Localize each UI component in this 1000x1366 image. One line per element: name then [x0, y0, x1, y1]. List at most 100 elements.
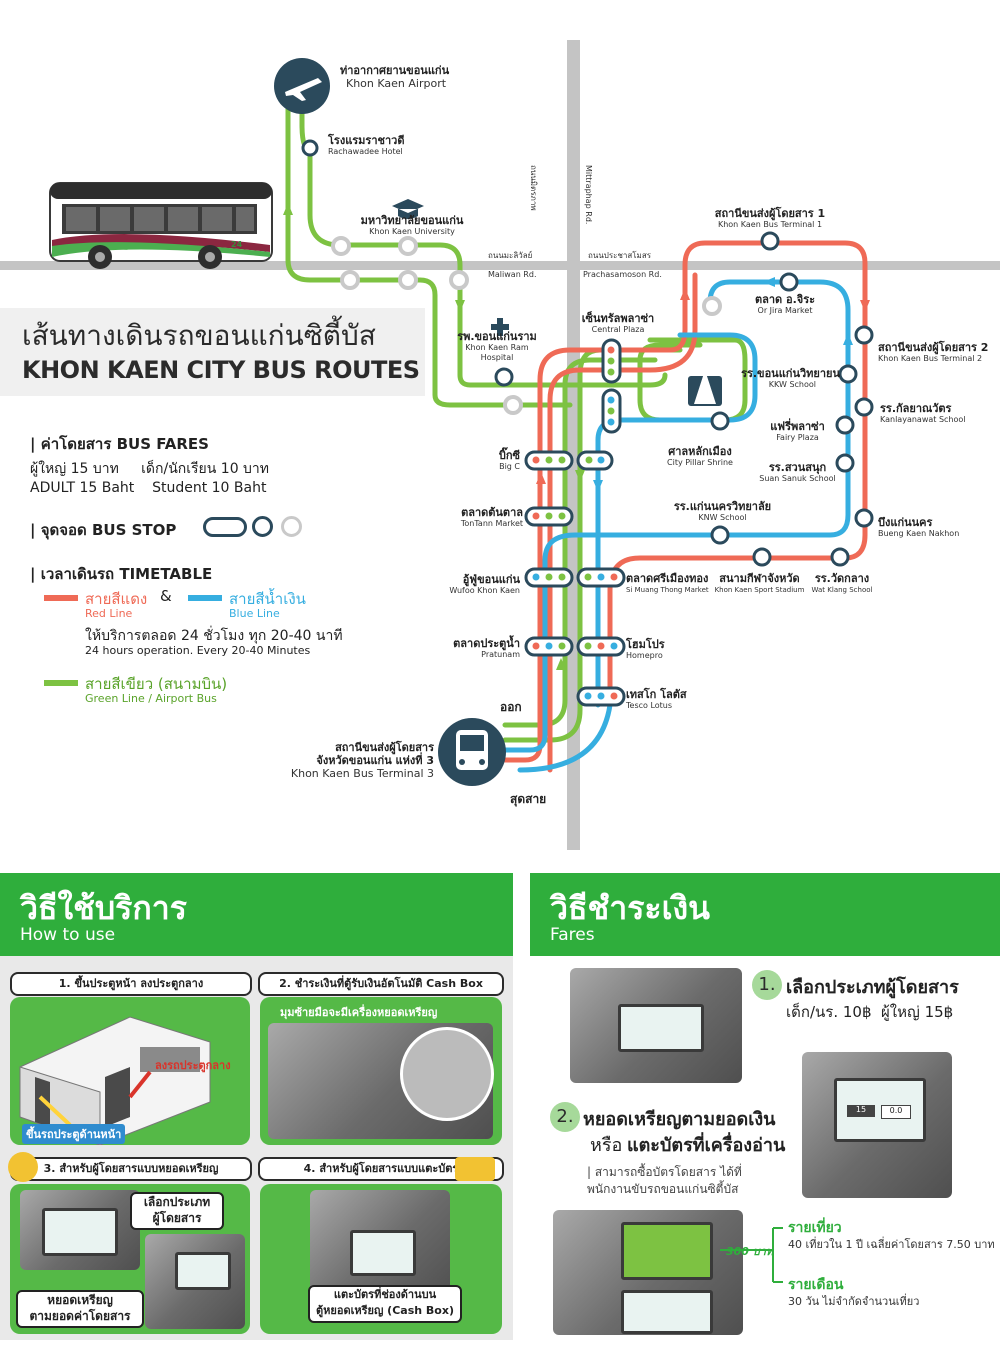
- stop-kanlaya-th: รร.กัลยาณวัตร: [880, 402, 952, 415]
- stop-simuang-th: ตลาดศรีเมืองทอง: [626, 572, 709, 585]
- capsule-dots: [532, 346, 618, 700]
- stop-watklang-th: รร.วัดกลาง: [814, 572, 870, 585]
- stop-central: เซ็นทรัลพลาซ่า Central Plaza: [573, 312, 663, 335]
- road-label-mittraphap-th: ถนนมิตรภาพ: [529, 165, 538, 211]
- direction-arrows: [283, 203, 870, 670]
- legend-and: &: [160, 587, 172, 605]
- fares-bracket: [720, 1227, 783, 1283]
- fares-header: วิธีชำระเงิน Fares: [530, 873, 1000, 956]
- stop-bigc: บิ๊กซี Big C: [440, 449, 520, 472]
- label-out: ออก: [500, 700, 522, 714]
- stop-terminal3-th2: จังหวัดขอนแก่น แห่งที่ 3: [316, 754, 434, 767]
- stop-homepro: โฮมโปร Homepro: [626, 638, 665, 661]
- stop-orjira-th: ตลาด อ.จิระ: [754, 293, 816, 306]
- stop-kkw-th: รร.ขอนแก่นวิทยายน: [741, 367, 840, 380]
- fares-step2-title-2: แตะบัตรที่เครื่องอ่าน: [627, 1135, 786, 1156]
- coin-icon: [8, 1152, 38, 1182]
- title-th: เส้นทางเดินรถขอนแก่นซิตี้บัส: [22, 319, 376, 352]
- stop-kanlaya-en: Kanlayanawat School: [880, 415, 966, 424]
- stop-knw-en: KNW School: [698, 513, 747, 522]
- fares-screen-value-2: 0.0: [881, 1105, 911, 1119]
- step3-select-line1: เลือกประเภท: [143, 1195, 211, 1209]
- legend-blue-swatch: [188, 595, 222, 601]
- stop-watklang: รร.วัดกลาง Wat Klang School: [808, 572, 876, 595]
- stop-airport-en: Khon Kaen Airport: [346, 77, 447, 90]
- fares-photo-2: 15 0.0: [802, 1052, 952, 1198]
- step3-screen-1: [42, 1208, 118, 1256]
- legend-green-th: สายสีเขียว (สนามบิน): [85, 675, 228, 693]
- stop-wufoo: อู้ฟู่ขอนแก่น Wufoo Khon Kaen: [430, 573, 520, 596]
- stop-kku-en: Khon Kaen University: [369, 227, 455, 236]
- stop-orjira: ตลาด อ.จิระ Or Jira Market: [740, 293, 830, 316]
- stop-suansanuk: รร.สวนสนุก Suan Sanuk School: [755, 461, 840, 484]
- card-icon: [455, 1157, 495, 1181]
- stop-buengkaen-th: บึงแก่นนคร: [878, 516, 933, 529]
- step3-select-callout: เลือกประเภท ผู้โดยสาร: [130, 1192, 224, 1230]
- step1-exit-label: ลงรถประตูกลาง: [155, 1059, 231, 1072]
- legend-green-en: Green Line / Airport Bus: [85, 692, 217, 705]
- stop-ram-en: Khon Kaen Ram Hospital: [465, 343, 529, 362]
- stop-tesco: เทสโก โลตัส Tesco Lotus: [626, 688, 687, 711]
- fares-screen-1: [618, 1004, 704, 1052]
- stop-tesco-th: เทสโก โลตัส: [626, 688, 687, 701]
- legend-red-th: สายสีแดง: [85, 590, 148, 608]
- stop-fairy: แฟรี่พลาซ่า Fairy Plaza: [760, 420, 835, 443]
- fares-screen-2: 15 0.0: [834, 1078, 926, 1142]
- fares-note-1: | สามารถซื้อบัตรโดยสาร ได้ที่: [587, 1165, 742, 1179]
- how-to-use-title-th: วิธีใช้บริการ: [20, 889, 187, 927]
- stop-buengkaen: บึงแก่นนคร Bueng Kaen Nakhon: [878, 516, 959, 539]
- stop-kku: มหาวิทยาลัยขอนแก่น Khon Kaen University: [352, 214, 472, 237]
- legend-red-swatch: [44, 595, 78, 601]
- legend-fares-th: ผู้ใหญ่ 15 บาท เด็ก/นักเรียน 10 บาท: [30, 461, 270, 477]
- stop-airport-th: ท่าอากาศยานขอนแก่น: [340, 64, 450, 77]
- stop-fairy-en: Fairy Plaza: [776, 433, 819, 442]
- stop-kkw-en: KKW School: [768, 380, 816, 389]
- fares-step2-or: หรือ: [590, 1135, 623, 1156]
- legend-fares-en: ADULT 15 Baht Student 10 Baht: [30, 480, 267, 496]
- bus-number: 24: [231, 240, 243, 249]
- step3-card: 3. สำหรับผู้โดยสารแบบหยอดเหรียญ: [10, 1157, 252, 1181]
- fares-card-price: 300 บาท: [726, 1245, 774, 1258]
- stop-fairy-th: แฟรี่พลาซ่า: [770, 420, 825, 433]
- stop-tontann-en: TonTann Market: [460, 519, 523, 528]
- stop-pratunam-th: ตลาดประตูน้ำ: [453, 637, 520, 650]
- terminal3-bus-icon: [438, 718, 506, 786]
- fares-monthly-detail: 30 วัน ไม่จำกัดจำนวนเที่ยว: [788, 1295, 920, 1308]
- stop-bigc-en: Big C: [499, 462, 520, 471]
- stop-wufoo-th: อู้ฟู่ขอนแก่น: [462, 573, 520, 586]
- step4-card: 4. สำหรับผู้โดยสารแบบแตะบัตร: [258, 1157, 504, 1181]
- stop-knw-th: รร.แก่นนครวิทยาลัย: [673, 500, 772, 513]
- legend-green-swatch: [44, 680, 78, 686]
- step2-caption: มุมซ้ายมือจะมีเครื่องหยอดเหรียญ: [280, 1006, 438, 1019]
- shrine-icon: [688, 362, 722, 406]
- step4-photo: [310, 1190, 450, 1300]
- stop-orjira-en: Or Jira Market: [757, 306, 813, 315]
- step4-callout: แตะบัตรที่ช่องด้านบน ตู้หยอดเหรียญ (Cash…: [308, 1285, 462, 1323]
- legend-gray-ring-icon: [281, 516, 302, 537]
- maliwan-road: [0, 261, 1000, 270]
- stop-shrine: ศาลหลักเมือง City Pillar Shrine: [660, 445, 740, 468]
- stop-terminal1-th: สถานีขนส่งผู้โดยสาร 1: [714, 207, 826, 220]
- fares-title-en: Fares: [550, 925, 595, 945]
- legend-busstop-heading: | จุดจอด BUS STOP: [30, 521, 177, 539]
- stop-wufoo-en: Wufoo Khon Kaen: [449, 586, 520, 595]
- stop-stadium: สนามกีฬาจังหวัด Khon Kaen Sport Stadium: [712, 572, 807, 595]
- bus-illustration: [49, 182, 273, 269]
- green-stop-rings: [331, 236, 722, 415]
- stop-bigc-th: บิ๊กซี: [498, 449, 520, 462]
- stop-rachawadee-en: Rachawadee Hotel: [328, 147, 403, 156]
- route-map: [0, 40, 1000, 850]
- stop-knw: รร.แก่นนครวิทยาลัย KNW School: [660, 500, 785, 523]
- legend-fares-heading: | ค่าโดยสาร BUS FARES: [30, 435, 209, 453]
- stop-rings: [301, 139, 874, 567]
- fares-per-trip-title: รายเที่ยว: [788, 1220, 842, 1236]
- legend-hours-th: ให้บริการตลอด 24 ชั่วโมง ทุก 20-40 นาที: [85, 628, 343, 644]
- step2-card: 2. ชำระเงินที่ตู้รับเงินอัตโนมัติ Cash B…: [258, 972, 504, 996]
- step1-box: [10, 997, 250, 1146]
- step3-photo-1: [20, 1190, 140, 1270]
- fares-card-screen: [621, 1222, 713, 1280]
- fares-step2-title-1: หยอดเหรียญตามยอดเงิน: [583, 1109, 776, 1130]
- stop-stadium-th: สนามกีฬาจังหวัด: [719, 572, 800, 585]
- how-to-use-header: วิธีใช้บริการ How to use: [0, 873, 513, 956]
- stop-suansanuk-en: Suan Sanuk School: [759, 474, 836, 483]
